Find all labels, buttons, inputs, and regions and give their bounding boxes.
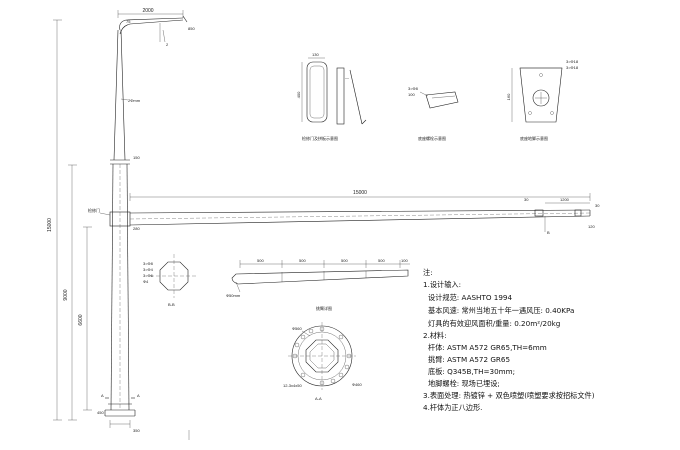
dim-lamp-rise: 850 xyxy=(188,26,195,31)
dim-cross-height: 150 xyxy=(133,155,140,160)
svg-text:A: A xyxy=(137,393,140,398)
base-plate: Ф560 12-3x4x50 Ф460 A-A xyxy=(283,322,362,401)
notes-block: 注: 1.设计输入: 设计规范: AASHTO 1994 基本风速: 常州当地五… xyxy=(423,268,595,412)
dim-oct-4: Ф4 xyxy=(143,279,149,284)
notes-line-5: 2.材料: xyxy=(423,331,447,340)
svg-text:检修门: 检修门 xyxy=(88,207,100,213)
dim-plate-holes: 12-3x4x50 xyxy=(283,383,302,388)
svg-text:—: — xyxy=(345,75,349,80)
notes-heading: 注: xyxy=(423,268,433,277)
dim-top-width: 2000 xyxy=(142,8,153,14)
main-pole: 2000 75 850 2 2Φmm 150 280 检修门 xyxy=(47,8,195,433)
notes-line-9: 地脚螺栓: 现场已埋设; xyxy=(428,379,500,388)
dim-arm-length: 15000 xyxy=(353,190,367,196)
dim-plate-outer: Ф560 xyxy=(292,326,302,331)
section-mark-a: A xyxy=(101,393,104,398)
notes-line-3: 基本风速: 常州当地五十年一遇风压: 0.40KPa xyxy=(428,306,574,315)
dim-door-height: 400 xyxy=(296,91,301,98)
dim-base-height: 450 xyxy=(97,410,104,415)
dim-flange-second: 3=Ф18 xyxy=(566,65,579,70)
caption-octagon: B-B xyxy=(168,302,175,307)
dim-arm-seg-4: 500 xyxy=(378,258,385,263)
dim-clip-top: 3=Ф8 xyxy=(408,86,419,91)
dim-oct-3: 3=Ф6 xyxy=(143,273,154,278)
dim-oct-2: 3=Ф4 xyxy=(143,267,154,272)
dim-bracket-offset: 75 xyxy=(126,19,131,24)
notes-line-6: 杆体: ASTM A572 GR65,TH=6mm xyxy=(428,343,547,352)
dim-arm-end-tip: 30 xyxy=(595,203,600,208)
dim-arm-seg-3: 500 xyxy=(341,258,348,263)
detail-clip: 3=Ф8 100 底座螺栓示意图 xyxy=(408,86,459,141)
caption-arm-detail: 挑臂详图 xyxy=(316,305,332,311)
dim-door-width: 130 xyxy=(312,52,319,57)
dim-flange-height: 160 xyxy=(506,93,511,100)
dim-arm-end: 100 xyxy=(401,258,408,263)
dim-shaft-height: 6600 xyxy=(78,314,84,325)
dim-oct-1: 3=Ф8 xyxy=(143,261,154,266)
detail-flange: 3=Ф18 3=Ф18 160 底座地脚示意图 xyxy=(506,59,579,141)
dim-tube: 2Φmm xyxy=(128,98,141,103)
dim-overall-height: 15000 xyxy=(47,218,53,232)
detail-door: 130 400 — 检修门及拼板示意图 xyxy=(296,52,367,141)
dim-arm-end-drop: 120 xyxy=(588,224,595,229)
dim-base-width: 350 xyxy=(133,428,140,433)
dim-arm-junction: 280 xyxy=(133,226,140,231)
notes-line-2: 设计规范: AASHTO 1994 xyxy=(428,293,513,302)
notes-line-11: 4.杆体为正八边形. xyxy=(423,403,482,412)
dim-plate-inner: Ф460 xyxy=(352,382,362,387)
notes-line-10: 3.表面处理: 热镀锌 + 双色喷塑(喷塑要求按招标文件) xyxy=(423,391,595,400)
arm-mark-b: B xyxy=(547,230,550,235)
dim-clip-side: 100 xyxy=(408,92,415,97)
notes-line-8: 底板: Q345B,TH=30mm; xyxy=(428,367,515,376)
svg-text:30: 30 xyxy=(524,197,529,202)
notes-line-1: 1.设计输入: xyxy=(423,280,461,289)
notes-line-7: 挑臂: ASTM A572 GR65 xyxy=(428,355,510,364)
dim-flange-top: 3=Ф18 xyxy=(566,59,579,64)
section-octagon: 3=Ф8 3=Ф4 3=Ф6 Ф4 B-B xyxy=(143,254,198,307)
caption-clip: 底座螺栓示意图 xyxy=(418,135,446,141)
svg-text:2: 2 xyxy=(166,42,169,47)
dim-arm-seg-1: 500 xyxy=(257,258,264,263)
caption-base-plate: A-A xyxy=(315,396,322,401)
dim-lower-height: 9000 xyxy=(63,289,69,300)
caption-door: 检修门及拼板示意图 xyxy=(302,135,338,141)
long-arm: 15000 1200 30 30 120 B xyxy=(129,190,600,235)
detail-arm: 500 500 500 500 100 Ф50mm 挑臂详图 xyxy=(226,258,410,311)
notes-line-4: 灯具的有效迎风面积/重量: 0.20m²/20kg xyxy=(428,319,560,328)
caption-flange: 底座地脚示意图 xyxy=(520,135,548,141)
dim-arm-end-segment: 1200 xyxy=(560,197,570,202)
dim-arm-left: Ф50mm xyxy=(226,293,241,298)
dim-arm-seg-2: 500 xyxy=(299,258,306,263)
